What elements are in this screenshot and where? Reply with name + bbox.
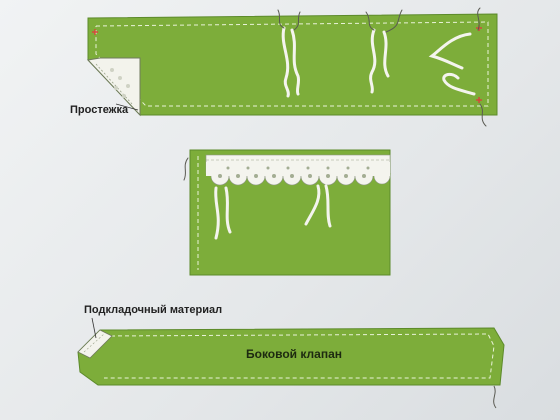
label-lining-material: Подкладочный материал <box>84 304 223 316</box>
leader-lining <box>91 317 97 339</box>
label-stitching: Простежка <box>70 104 129 116</box>
side-flap-strip <box>77 327 505 386</box>
folded-lace-corner <box>86 57 141 117</box>
figure-side-flap <box>77 327 505 409</box>
stitch-line <box>95 21 489 107</box>
figure-lace-square <box>183 149 391 276</box>
lining-corner <box>77 329 113 359</box>
lace-holes <box>218 166 370 178</box>
square-threads <box>183 157 332 240</box>
leader-stitching <box>115 103 139 111</box>
loose-threads <box>277 7 487 127</box>
figure-strip-with-threads <box>86 7 498 127</box>
label-side-flap: Боковой клапан <box>246 347 343 361</box>
green-fabric-strip <box>87 13 498 116</box>
